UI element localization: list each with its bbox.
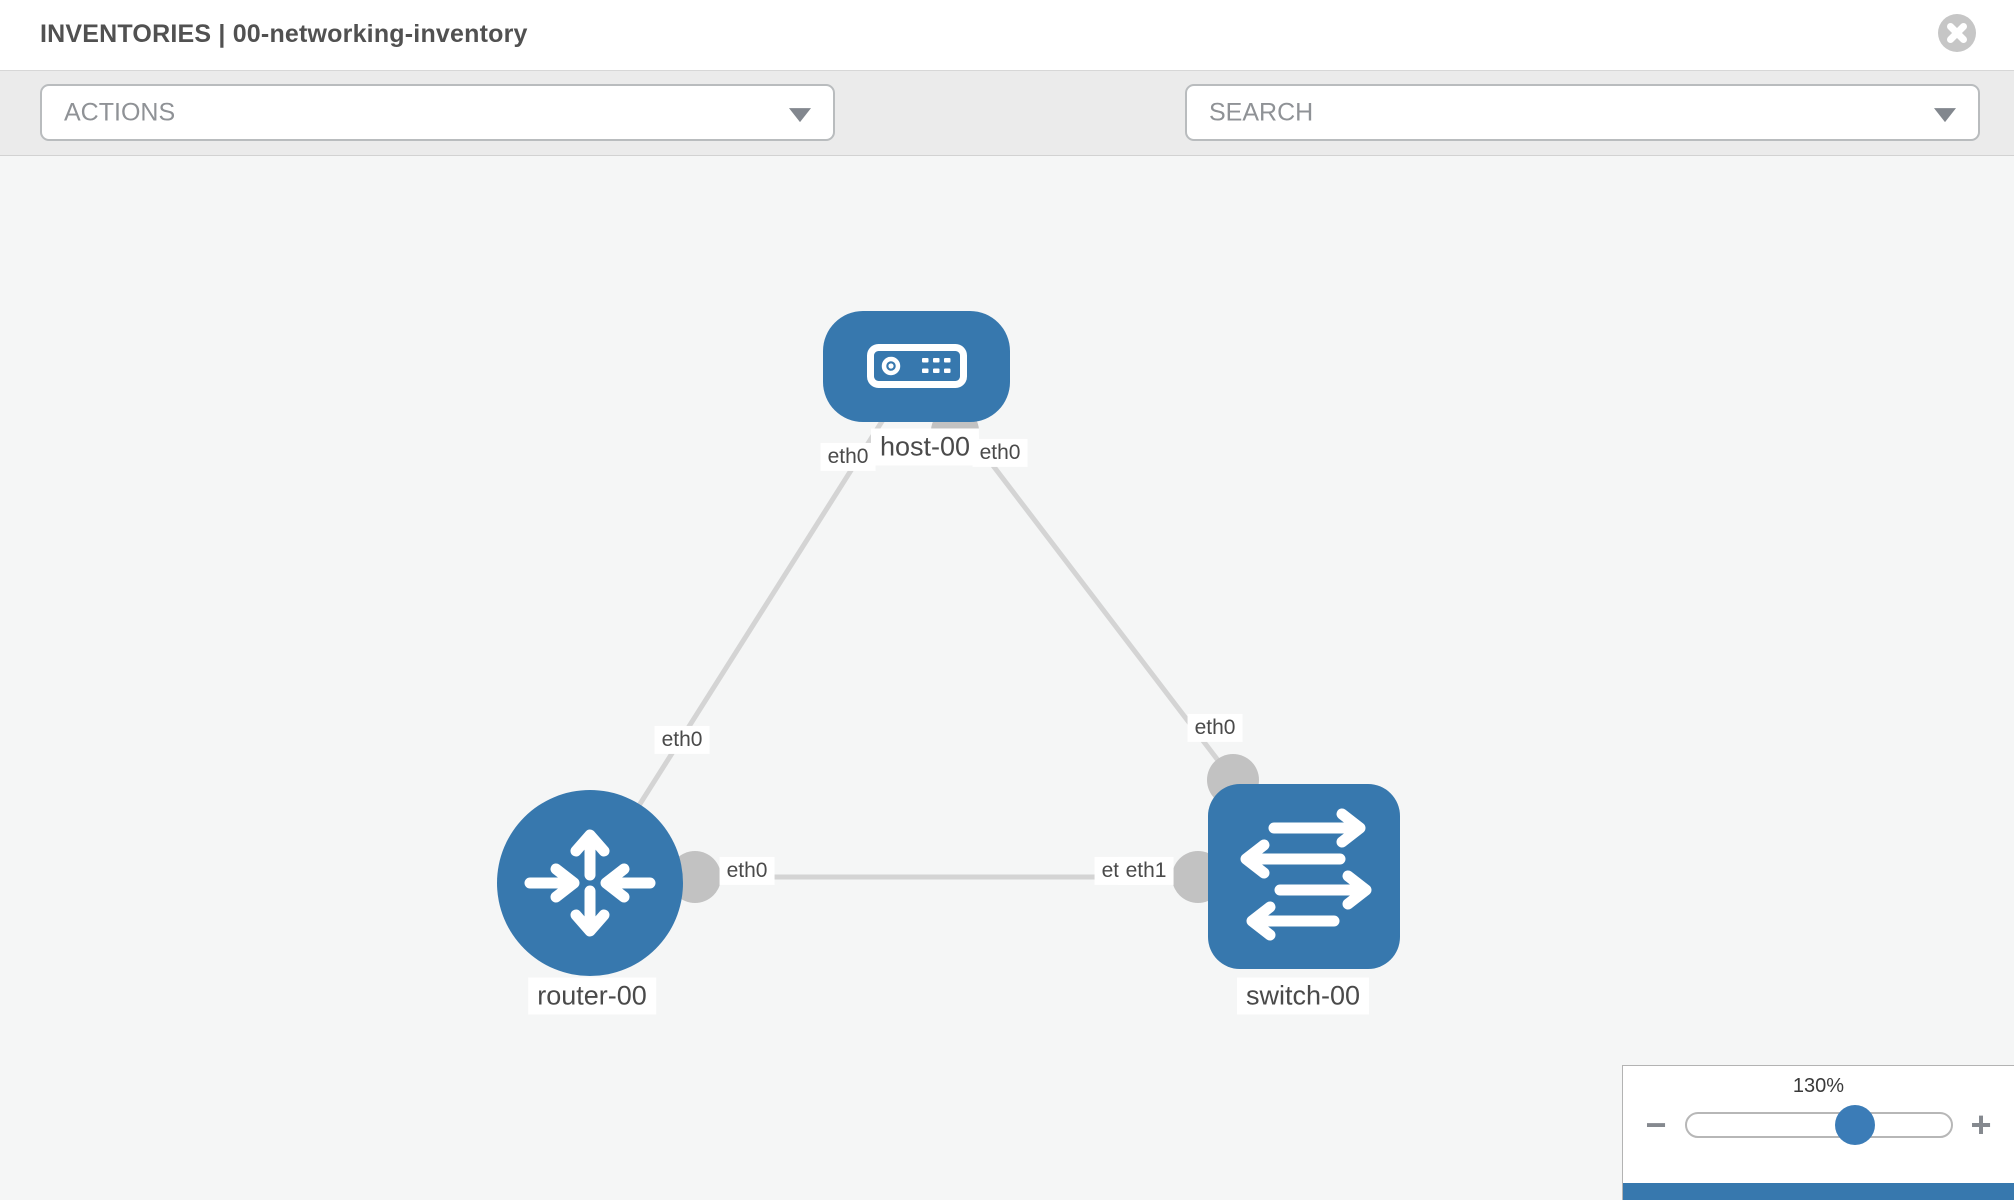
interface-label: eth0 — [820, 442, 876, 472]
router-icon — [524, 829, 656, 937]
zoom-in-button[interactable]: + — [1970, 1104, 1992, 1145]
interface-endpoints — [669, 407, 1259, 903]
actions-dropdown-label: ACTIONS — [64, 98, 176, 126]
zoom-out-button[interactable]: − — [1645, 1104, 1667, 1145]
switch-icon — [1240, 808, 1372, 941]
page-title: INVENTORIES | 00-networking-inventory — [40, 20, 528, 48]
chevron-down-icon — [789, 107, 811, 122]
chevron-down-icon — [1934, 107, 1956, 122]
node-host-00[interactable] — [823, 311, 1010, 422]
topology-canvas[interactable]: host-00 router-00 switch-00 eth0 eth0 et… — [0, 156, 2014, 1200]
interface-label: eth0 — [1187, 713, 1243, 743]
interface-label: eth0 — [654, 725, 710, 755]
node-label-switch: switch-00 — [1236, 977, 1370, 1015]
close-icon — [1947, 23, 1967, 43]
search-placeholder: SEARCH — [1209, 98, 1314, 126]
header: INVENTORIES | 00-networking-inventory — [0, 0, 2014, 71]
interface-label: eth1 — [1118, 856, 1174, 886]
node-switch-00[interactable] — [1208, 784, 1400, 969]
zoom-widget-footer — [1623, 1183, 2014, 1200]
close-button[interactable] — [1938, 14, 1976, 52]
zoom-slider[interactable] — [1684, 1105, 1953, 1145]
node-router-00[interactable] — [497, 790, 683, 976]
zoom-widget: 130% − + — [1622, 1065, 2014, 1200]
node-label-host: host-00 — [870, 428, 980, 466]
actions-dropdown[interactable]: ACTIONS — [40, 84, 835, 141]
node-label-router: router-00 — [528, 977, 656, 1015]
host-icon — [867, 344, 967, 388]
zoom-slider-thumb[interactable] — [1835, 1105, 1876, 1145]
toolbar: ACTIONS SEARCH — [0, 71, 2014, 208]
interface-label: eth0 — [972, 438, 1028, 468]
interface-label: eth0 — [719, 856, 775, 886]
zoom-level: 130% — [1792, 1075, 1845, 1097]
search-dropdown[interactable]: SEARCH — [1185, 84, 1980, 141]
